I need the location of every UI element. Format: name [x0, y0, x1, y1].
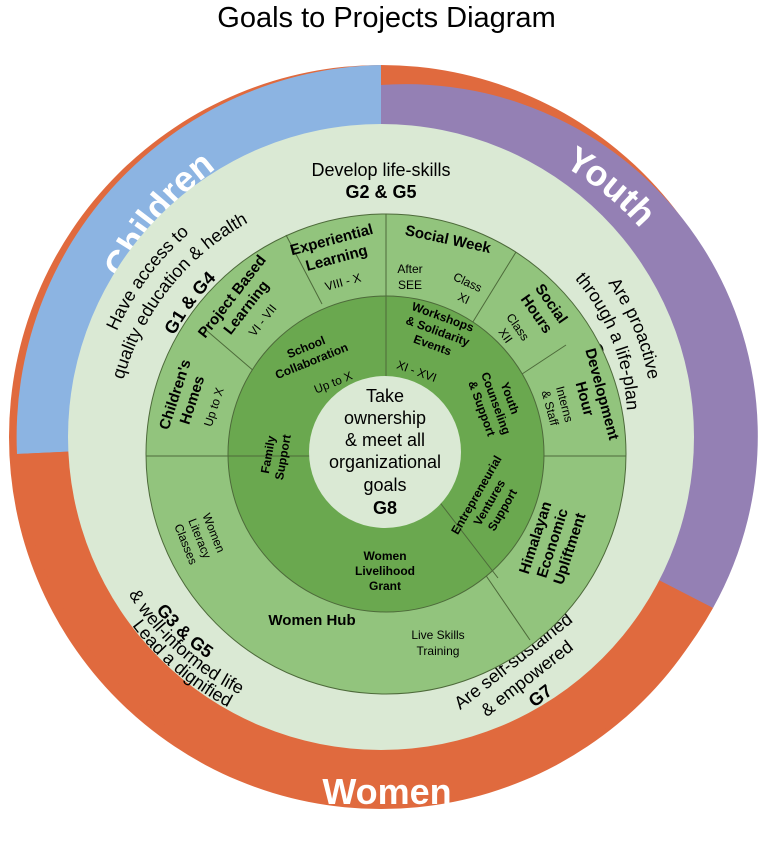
diagram-title: Goals to Projects Diagram	[217, 2, 556, 34]
center-line3: & meet all	[345, 430, 425, 450]
svg-text:Grant: Grant	[369, 579, 401, 593]
program-youth-counseling: Youth Counseling & Support	[465, 370, 522, 438]
svg-text:Livelihood: Livelihood	[355, 564, 415, 578]
center-line2: ownership	[344, 408, 426, 428]
svg-text:Training: Training	[417, 644, 460, 658]
women-label: Women	[322, 771, 451, 812]
svg-text:Live Skills: Live Skills	[411, 628, 464, 642]
program-women-livelihood: Women Livelihood Grant	[355, 549, 415, 593]
svg-text:Women Hub: Women Hub	[268, 612, 355, 629]
center-circle	[309, 376, 461, 528]
project-development-hour: Development Hour Interns & Staff	[539, 346, 622, 441]
goal-life-skills-code: G2 & G5	[345, 182, 416, 202]
svg-text:Family: Family	[258, 434, 278, 474]
center-text: Take ownership & meet all organizational…	[329, 386, 441, 518]
center-line4: organizational	[329, 452, 441, 472]
program-family-support: Family Support	[258, 433, 294, 481]
svg-text:XII: XII	[496, 326, 516, 346]
center-line1: Take	[366, 386, 404, 406]
svg-text:SEE: SEE	[398, 278, 422, 292]
center-code: G8	[373, 498, 397, 518]
center-line5: goals	[363, 475, 406, 495]
svg-text:Women: Women	[363, 549, 406, 563]
svg-text:XI: XI	[456, 290, 472, 307]
program-dividers	[228, 296, 499, 579]
svg-text:After: After	[397, 262, 422, 276]
goal-life-skills: Develop life-skills	[311, 160, 450, 180]
